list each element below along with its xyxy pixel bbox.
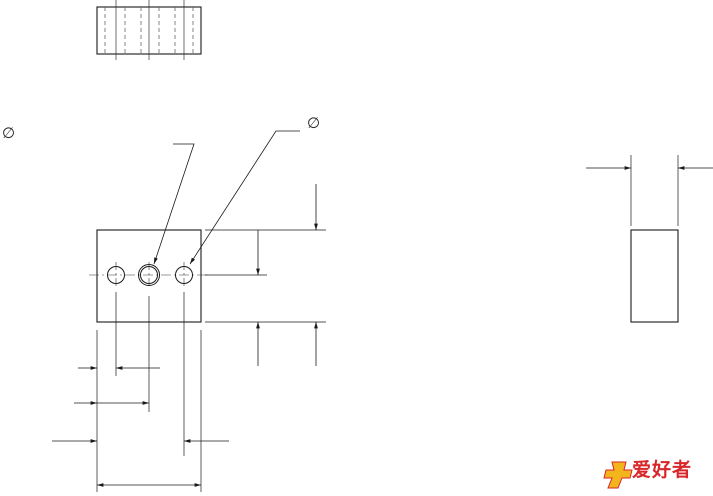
leader-right-hole (189, 130, 300, 265)
vertical-dimensions (256, 184, 318, 366)
front-view (52, 130, 326, 492)
side-view-outline (630, 229, 679, 323)
diameter-symbol-right: ∅ (307, 114, 321, 132)
watermark-logo (603, 461, 633, 489)
hole-vertical-centerlines (115, 262, 185, 288)
side-view-extension-lines (630, 155, 679, 226)
horizontal-dimensions (52, 366, 229, 487)
diameter-symbol-left: ∅ (2, 124, 16, 142)
top-view (96, 0, 202, 60)
top-view-hidden-lines (104, 7, 194, 54)
side-view (586, 155, 713, 323)
leader-center-hole (153, 143, 195, 265)
watermark-text: 爱好者 (632, 458, 707, 488)
horizontal-extension-lines (96, 292, 202, 492)
watermark-label: 爱好者 (632, 459, 693, 481)
hole-leaders (153, 130, 300, 265)
vertical-extension-lines (205, 229, 326, 323)
top-view-centerlines (115, 0, 185, 60)
